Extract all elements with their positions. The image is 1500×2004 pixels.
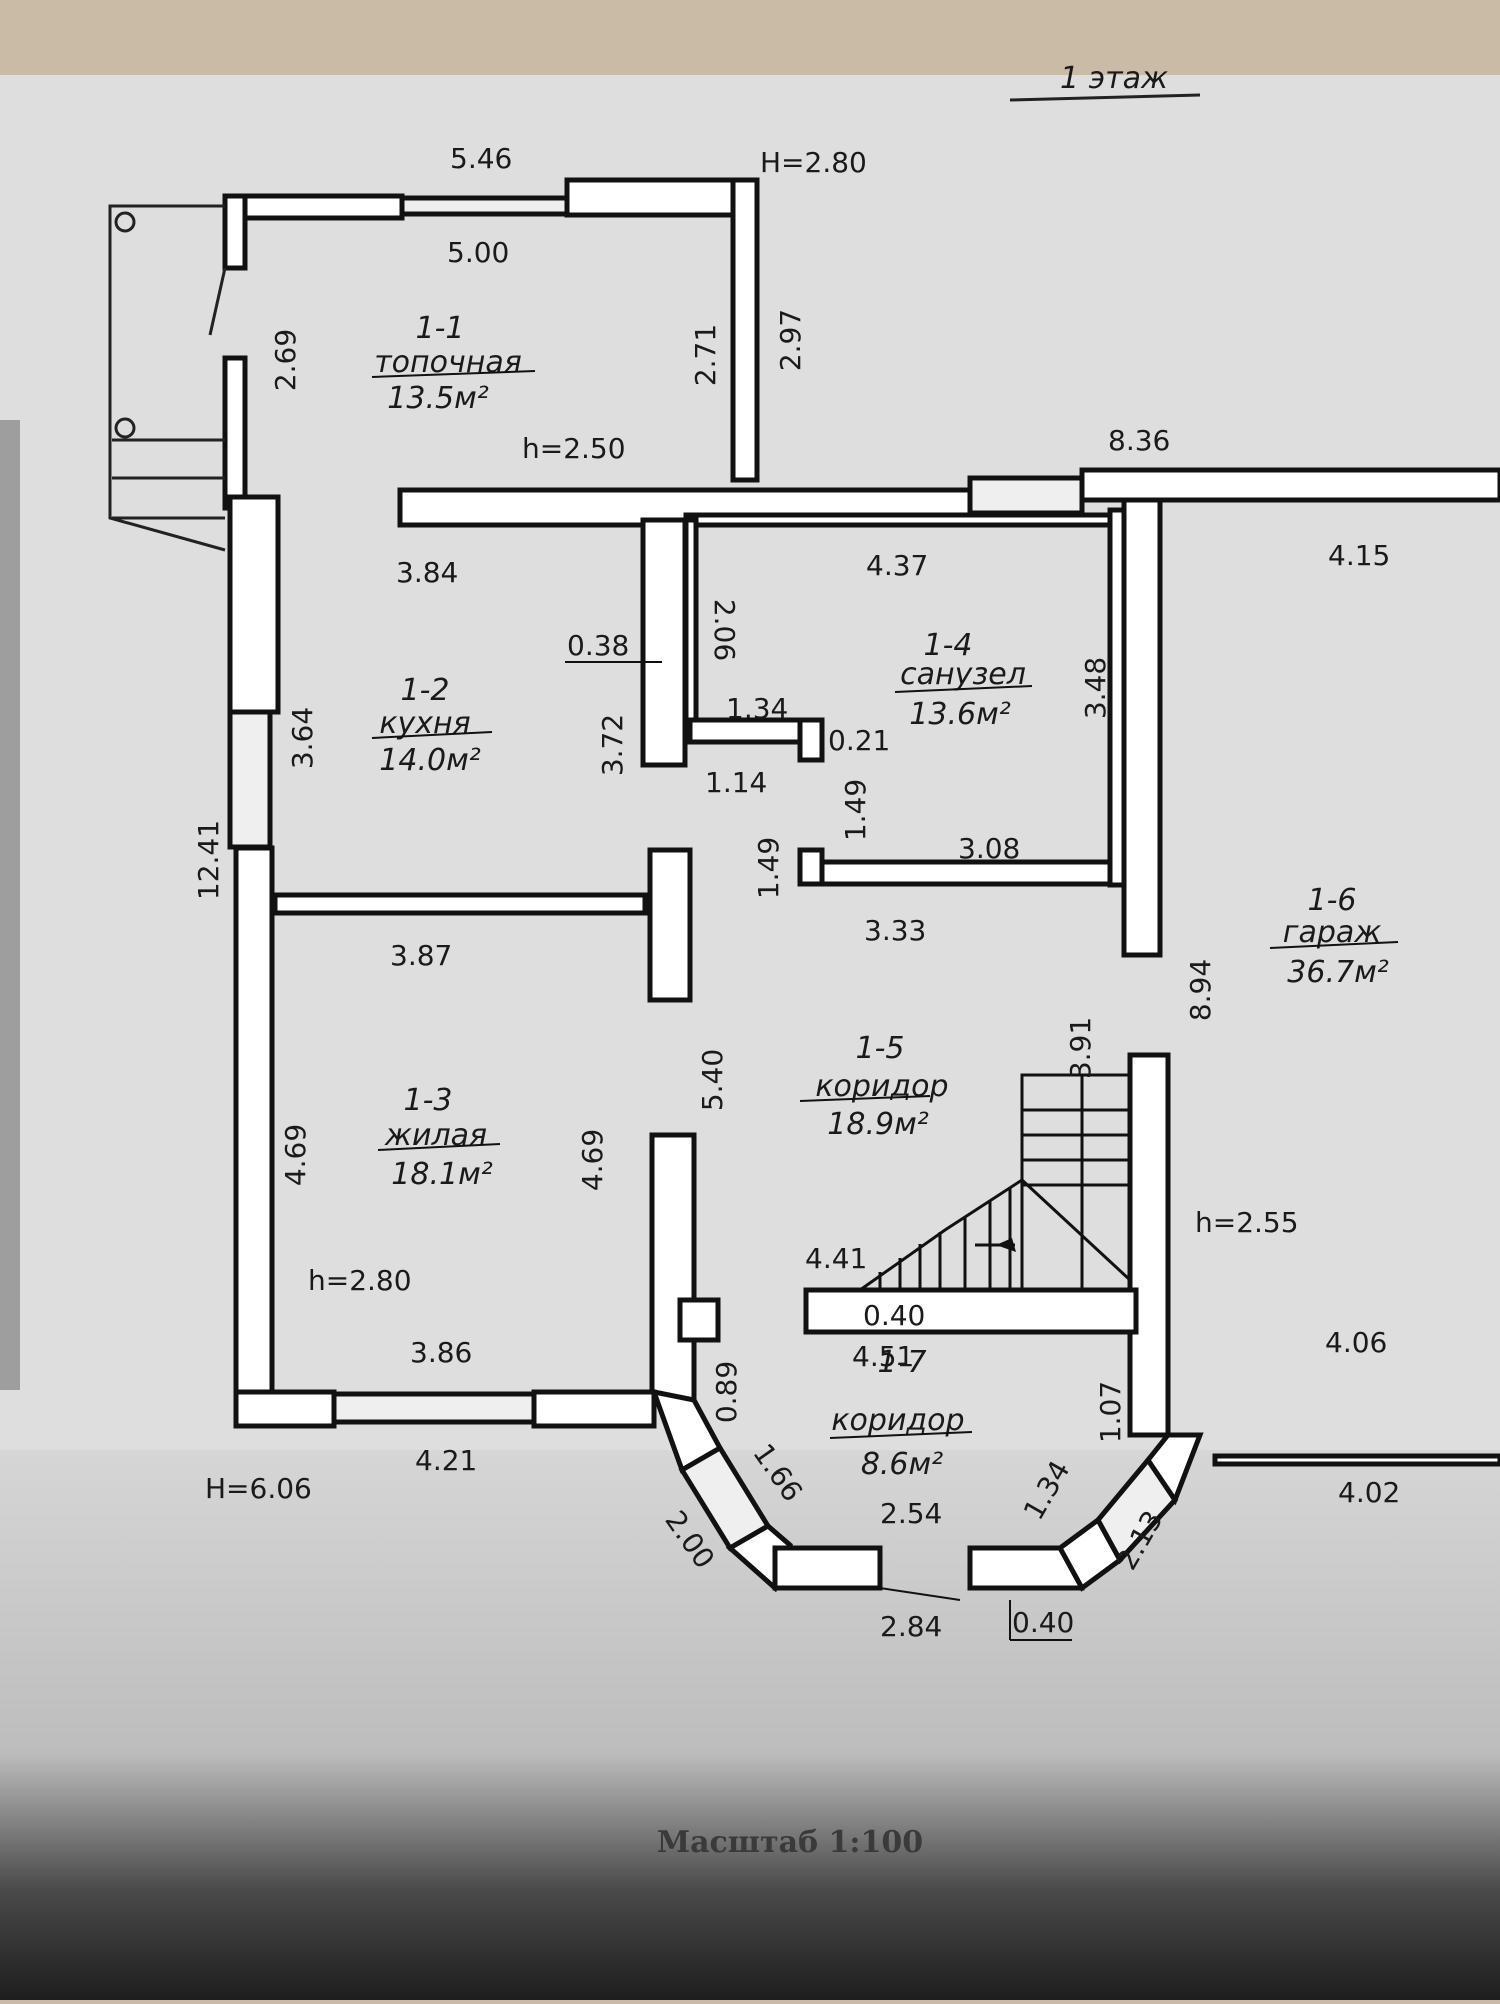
- dim-label: 2.84: [880, 1610, 942, 1643]
- room-label-1-5: 1-5 коридор 18.9м²: [799, 1031, 949, 1142]
- dim-label: 1.07: [1094, 1381, 1127, 1443]
- dim-label: 4.51: [852, 1340, 914, 1373]
- svg-text:18.9м²: 18.9м²: [827, 1107, 928, 1142]
- dim-label: 1.34: [726, 692, 788, 725]
- height-mark-boiler: h=2.50: [522, 432, 626, 465]
- room-label-1-6: 1-6 гараж 36.7м²: [1269, 883, 1399, 990]
- dim-label: 4.21: [415, 1444, 477, 1477]
- room-label-1-4: 1-4 санузел 13.6м²: [894, 628, 1033, 732]
- svg-text:18.1м²: 18.1м²: [391, 1157, 492, 1192]
- stair-direction-arrow-icon: [996, 1238, 1016, 1252]
- dim-label: 4.69: [576, 1129, 609, 1191]
- height-mark-total: H=6.06: [205, 1472, 312, 1505]
- dim-label: 0.40: [1012, 1606, 1074, 1639]
- dim-label: 3.86: [410, 1336, 472, 1369]
- scale-label: Масштаб 1:100: [657, 1825, 923, 1860]
- staircase: [859, 1073, 1132, 1292]
- dim-label: 2.69: [269, 329, 302, 391]
- dim-label: 4.69: [279, 1124, 312, 1186]
- room-label-1-7: 1-7 коридор 8.6м²: [829, 1345, 973, 1482]
- room-label-1-2: 1-2 кухня 14.0м²: [371, 673, 493, 778]
- dim-label: 1.14: [705, 766, 767, 799]
- svg-text:1-6: 1-6: [1308, 883, 1357, 918]
- dim-label: 3.33: [864, 914, 926, 947]
- dim-label: 8.94: [1184, 959, 1217, 1021]
- dim-label: 3.48: [1079, 657, 1112, 719]
- sheet-header-fragment: 1 этаж: [1060, 61, 1168, 96]
- dim-label: 0.89: [710, 1361, 743, 1423]
- dim-label: 12.41: [192, 820, 225, 900]
- header-underline: [1009, 93, 1201, 102]
- entrance-canopy: [108, 204, 227, 552]
- left-strip: [0, 420, 20, 1390]
- dim-label: 3.91: [1064, 1017, 1097, 1079]
- dim-label: 0.21: [828, 724, 890, 757]
- dim-label: 2.06: [708, 599, 741, 661]
- dim-label: 4.37: [866, 549, 928, 582]
- walls: [222, 177, 1500, 1593]
- dim-label: 2.71: [689, 324, 722, 386]
- height-mark-living: h=2.80: [308, 1264, 412, 1297]
- dim-label: 4.02: [1338, 1476, 1400, 1509]
- dim-label: 3.84: [396, 556, 458, 589]
- dim-label: 5.46: [450, 142, 512, 175]
- dim-label: 2.97: [774, 309, 807, 371]
- room-label-1-1: 1-1 топочная 13.5м²: [371, 311, 536, 416]
- svg-text:1-2: 1-2: [401, 673, 450, 708]
- height-mark-main: H=2.80: [760, 146, 867, 179]
- dim-label: 5.00: [447, 236, 509, 269]
- svg-text:1-1: 1-1: [416, 311, 465, 346]
- svg-text:1-4: 1-4: [924, 628, 973, 663]
- dim-label: 1.49: [839, 779, 872, 841]
- dim-label: 4.06: [1325, 1326, 1387, 1359]
- height-mark-garage: h=2.55: [1195, 1206, 1299, 1239]
- dim-label: 4.41: [805, 1242, 867, 1275]
- dim-label: 0.38: [567, 629, 629, 662]
- svg-text:санузел: санузел: [900, 657, 1026, 692]
- svg-text:1-5: 1-5: [856, 1031, 905, 1066]
- dim-label: 4.15: [1328, 539, 1390, 572]
- dim-label: 3.08: [958, 832, 1020, 865]
- svg-text:13.5м²: 13.5м²: [387, 381, 488, 416]
- dim-label: 3.72: [596, 714, 629, 776]
- svg-text:коридор: коридор: [831, 1403, 964, 1438]
- svg-text:1-3: 1-3: [404, 1083, 453, 1118]
- svg-text:14.0м²: 14.0м²: [379, 743, 480, 778]
- dim-label: 1.49: [752, 837, 785, 899]
- dim-label: 8.36: [1108, 424, 1170, 457]
- dim-label: 0.40: [863, 1299, 925, 1332]
- dim-label: 2.54: [880, 1497, 942, 1530]
- dim-label: 3.87: [390, 939, 452, 972]
- dimension-leaders: [565, 661, 1072, 1641]
- svg-text:13.6м²: 13.6м²: [909, 697, 1010, 732]
- svg-text:1-7: 1-7: [878, 1345, 927, 1380]
- svg-text:8.6м²: 8.6м²: [861, 1447, 943, 1482]
- dim-label: 5.40: [696, 1049, 729, 1111]
- dimension-labels: 5.46 5.00 2.69 2.71 2.97 8.36 3.84 0.38 …: [192, 142, 1400, 1643]
- dim-label: 3.64: [286, 707, 319, 769]
- svg-text:36.7м²: 36.7м²: [1287, 955, 1388, 990]
- room-label-1-3: 1-3 жилая 18.1м²: [377, 1083, 501, 1192]
